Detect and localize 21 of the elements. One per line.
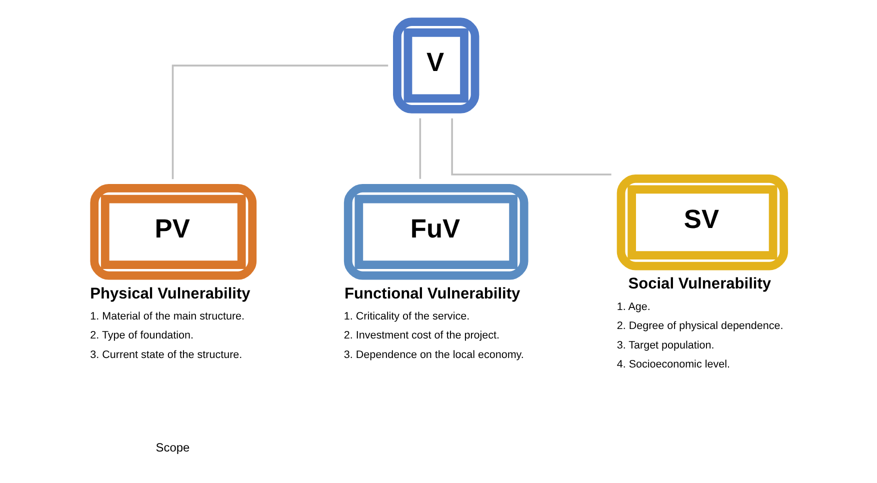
- connector: [419, 118, 422, 179]
- connector: [172, 64, 388, 180]
- node-label: 3. Target population.: [616, 339, 714, 352]
- node-box: V: [393, 18, 480, 114]
- node-label: 2. Type of foundation.: [90, 330, 194, 342]
- node-box: PV: [90, 184, 257, 280]
- node-label: 3. Current state of the structure.: [90, 348, 242, 361]
- node-box: FuV: [344, 184, 528, 280]
- node-box: SV: [616, 174, 788, 270]
- node-label: 1. Material of the main structure.: [90, 310, 245, 323]
- node-label: Physical Vulnerability: [90, 285, 250, 302]
- connector: [451, 118, 612, 176]
- node-label: Functional Vulnerability: [344, 285, 520, 302]
- node-label: 4. Socioeconomic level.: [616, 358, 730, 370]
- node-label: Social Vulnerability: [628, 276, 772, 293]
- node-label: 2. Degree of physical dependence.: [616, 320, 784, 332]
- node-label: 1. Criticality of the service.: [344, 310, 470, 323]
- label: Scope: [156, 440, 190, 455]
- node-label: 3. Dependence on the local economy.: [344, 348, 524, 361]
- node-label: 2. Investment cost of the project.: [344, 330, 500, 342]
- node-label: 1. Age.: [616, 300, 650, 313]
